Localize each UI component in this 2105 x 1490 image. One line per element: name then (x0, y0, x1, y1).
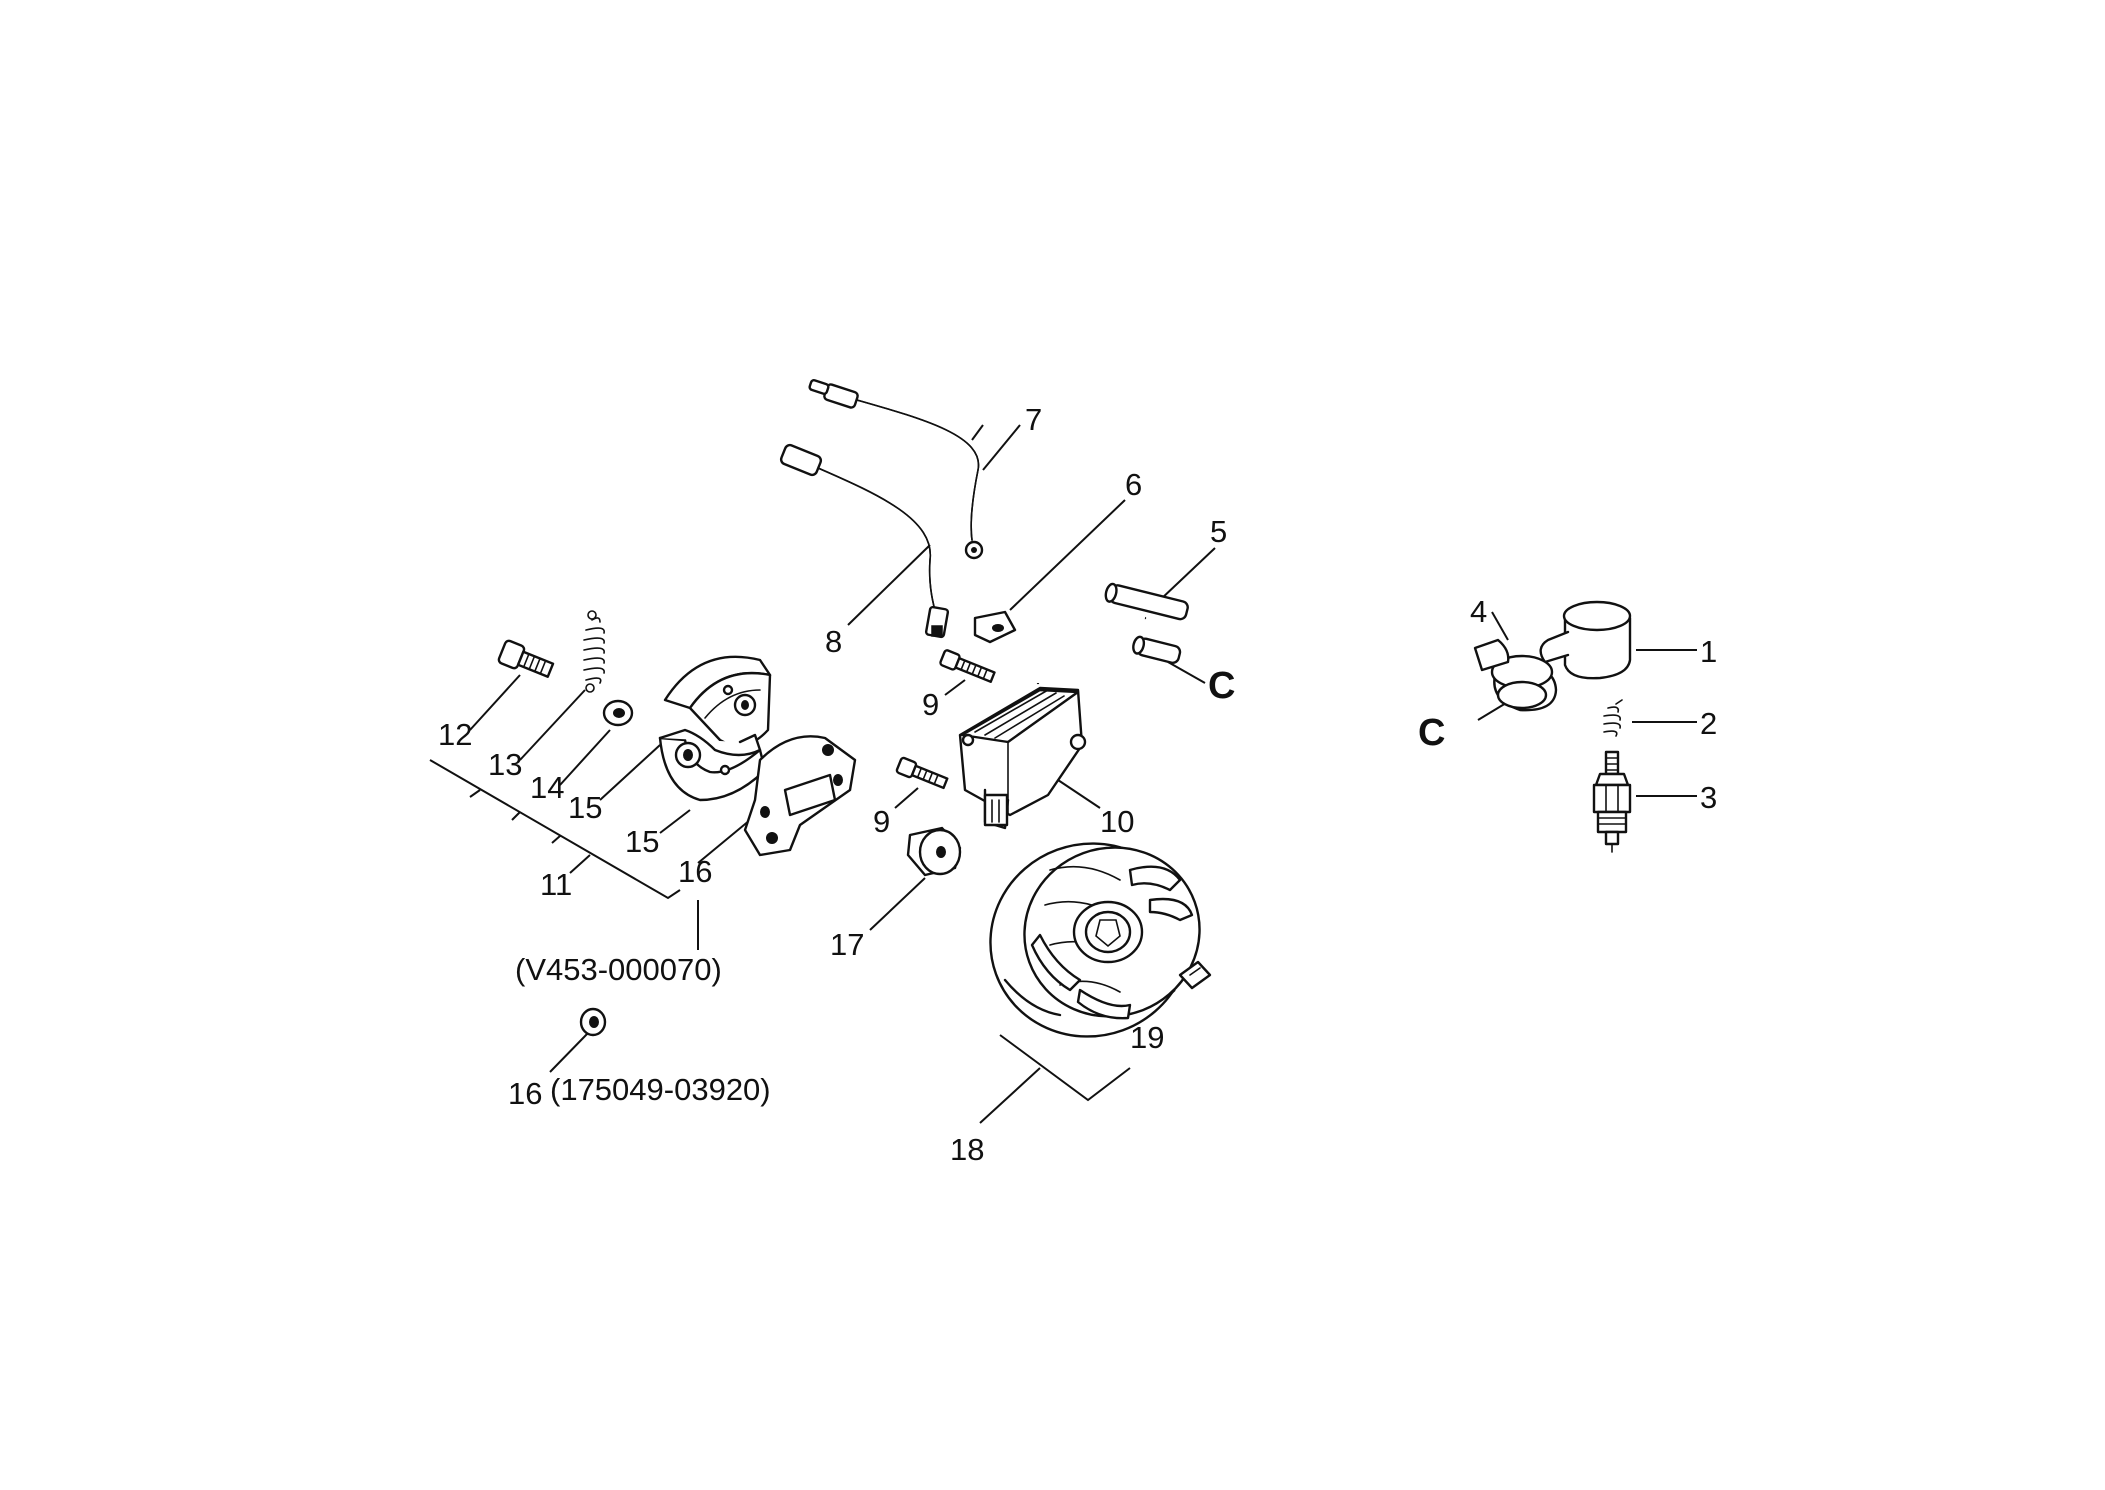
callout-18: 18 (950, 1132, 984, 1167)
ignition-wire-7 (808, 379, 984, 560)
callout-11: 11 (540, 867, 572, 902)
callout-9-lower: 9 (873, 804, 890, 839)
callout-7: 7 (1025, 402, 1042, 437)
plug-boot-4 (1473, 638, 1558, 712)
callout-17: 17 (830, 927, 864, 962)
clutch-shoe-15-upper (663, 655, 772, 747)
spark-plug-3 (1592, 750, 1632, 853)
washer-16 (579, 1007, 607, 1037)
callout-14: 14 (530, 770, 564, 805)
bolt-12 (497, 639, 555, 678)
key-19 (1178, 960, 1212, 990)
callout-5: 5 (1210, 514, 1227, 549)
callout-1: 1 (1700, 634, 1717, 669)
ground-wire-8 (779, 443, 950, 639)
spring-13 (583, 610, 605, 693)
wire-clamp-6 (973, 610, 1017, 644)
callout-16-upper: 16 (678, 854, 712, 889)
nut-17 (906, 826, 962, 877)
callout-4: 4 (1470, 594, 1487, 629)
ignition-coil-10 (958, 598, 1147, 830)
plug-cap-1 (1539, 600, 1632, 680)
callout-9-upper: 9 (922, 687, 939, 722)
ref-mark-c-right: C (1418, 712, 1445, 754)
callout-3: 3 (1700, 780, 1717, 815)
washer-14 (602, 699, 634, 727)
callout-16-washer: 16 (508, 1076, 542, 1111)
plug-spring-2 (1603, 699, 1623, 737)
washer-part-code: (175049-03920) (550, 1072, 771, 1107)
callout-8: 8 (825, 624, 842, 659)
screw-9-lower (895, 756, 949, 790)
clutch-shoe-15-lower (658, 728, 767, 802)
screw-9-upper (939, 649, 996, 683)
callout-19: 19 (1130, 1020, 1164, 1055)
assembly-part-code: (V453-000070) (515, 952, 722, 987)
tube-5 (1104, 582, 1189, 664)
clutch-plate-16 (743, 735, 857, 857)
callout-15-upper: 15 (568, 790, 602, 825)
flywheel-18 (989, 842, 1201, 1038)
callout-2: 2 (1700, 706, 1717, 741)
callout-labels: 1 2 3 4 C 5 6 7 8 9 9 10 C 11 12 13 14 1… (438, 402, 1717, 1167)
callout-15-lower: 15 (625, 824, 659, 859)
callout-12: 12 (438, 717, 472, 752)
callout-13: 13 (488, 747, 522, 782)
ref-mark-c-left: C (1208, 665, 1235, 707)
callout-10: 10 (1100, 804, 1134, 839)
callout-6: 6 (1125, 467, 1142, 502)
